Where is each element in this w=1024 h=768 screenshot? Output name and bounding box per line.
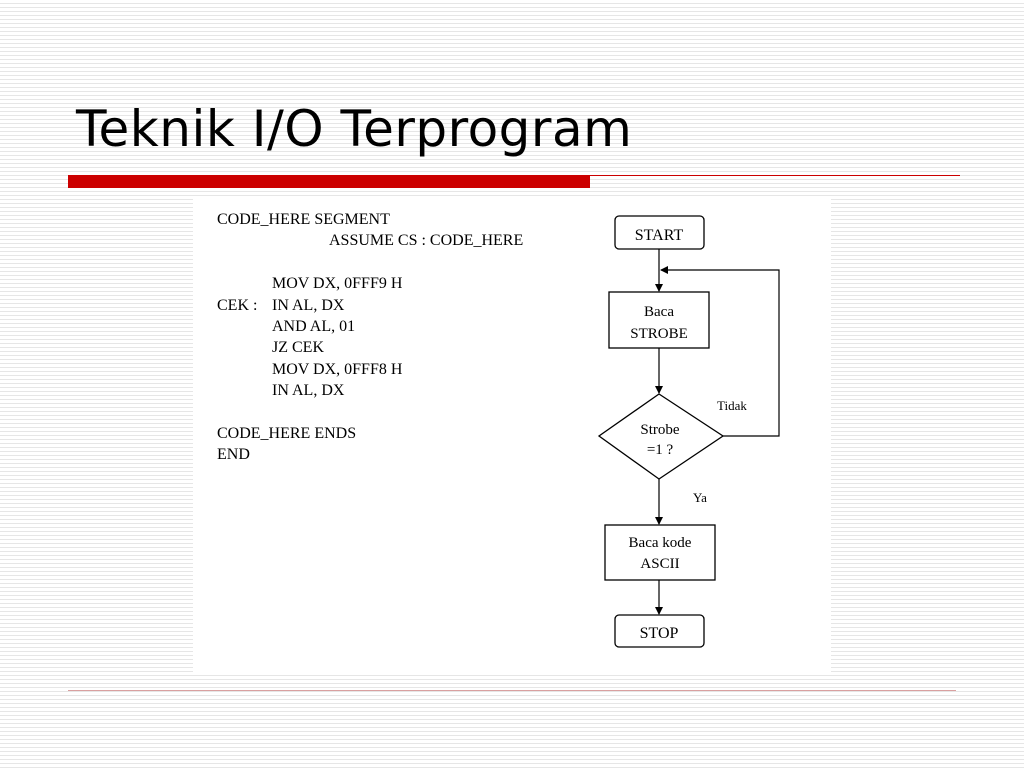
flowchart: START Baca STROBE Strobe =1 ? Tidak Ya B… <box>597 215 780 648</box>
code-line: ASSUME CS : CODE_HERE <box>217 230 523 251</box>
code-text: END <box>217 446 250 464</box>
code-text: IN AL, DX <box>272 296 345 314</box>
read-ascii-label-1: Baca kode <box>629 535 692 551</box>
yes-label: Ya <box>693 490 707 505</box>
code-line: CEK : IN AL, DX <box>217 295 523 316</box>
code-line: CODE_HERE ENDS <box>217 423 523 444</box>
decision-label-2: =1 ? <box>647 442 674 458</box>
code-line: MOV DX, 0FFF9 H <box>217 273 523 294</box>
no-label: Tidak <box>717 398 747 413</box>
code-line: MOV DX, 0FFF8 H <box>217 359 523 380</box>
code-line: JZ CEK <box>217 337 523 358</box>
code-text: ASSUME CS : CODE_HERE <box>329 232 524 250</box>
read-strobe-process <box>608 291 710 349</box>
code-text: CODE_HERE SEGMENT <box>217 211 390 228</box>
code-text: MOV DX, 0FFF9 H <box>272 275 403 293</box>
stop-terminal <box>614 614 705 648</box>
code-line: IN AL, DX <box>217 380 523 401</box>
code-text: MOV DX, 0FFF8 H <box>272 360 403 378</box>
footer-divider <box>68 690 956 691</box>
slide-title: Teknik I/O Terprogram <box>76 100 633 158</box>
content-panel: CODE_HERE SEGMENT ASSUME CS : CODE_HERE MO… <box>193 199 831 672</box>
assembly-code: CODE_HERE SEGMENT ASSUME CS : CODE_HERE MO… <box>217 209 523 466</box>
read-strobe-label-2: STROBE <box>630 326 688 342</box>
decision-label-1: Strobe <box>640 422 680 438</box>
code-text: CODE_HERE ENDS <box>217 424 357 442</box>
code-label: CEK : <box>217 296 258 314</box>
start-label: START <box>635 227 684 244</box>
read-strobe-label-1: Baca <box>644 304 674 320</box>
read-ascii-process <box>604 524 716 581</box>
code-line: CODE_HERE SEGMENT <box>217 209 523 230</box>
loop-back-arrow <box>660 266 780 437</box>
stop-label: STOP <box>640 625 679 642</box>
title-accent-line <box>590 175 960 176</box>
title-accent-bar <box>68 175 590 188</box>
code-line: AND AL, 01 <box>217 316 523 337</box>
code-text: AND AL, 01 <box>272 317 356 335</box>
code-line: END <box>217 444 523 465</box>
read-ascii-label-2: ASCII <box>640 556 679 572</box>
code-text: IN AL, DX <box>272 382 345 400</box>
code-text: JZ CEK <box>272 339 324 357</box>
